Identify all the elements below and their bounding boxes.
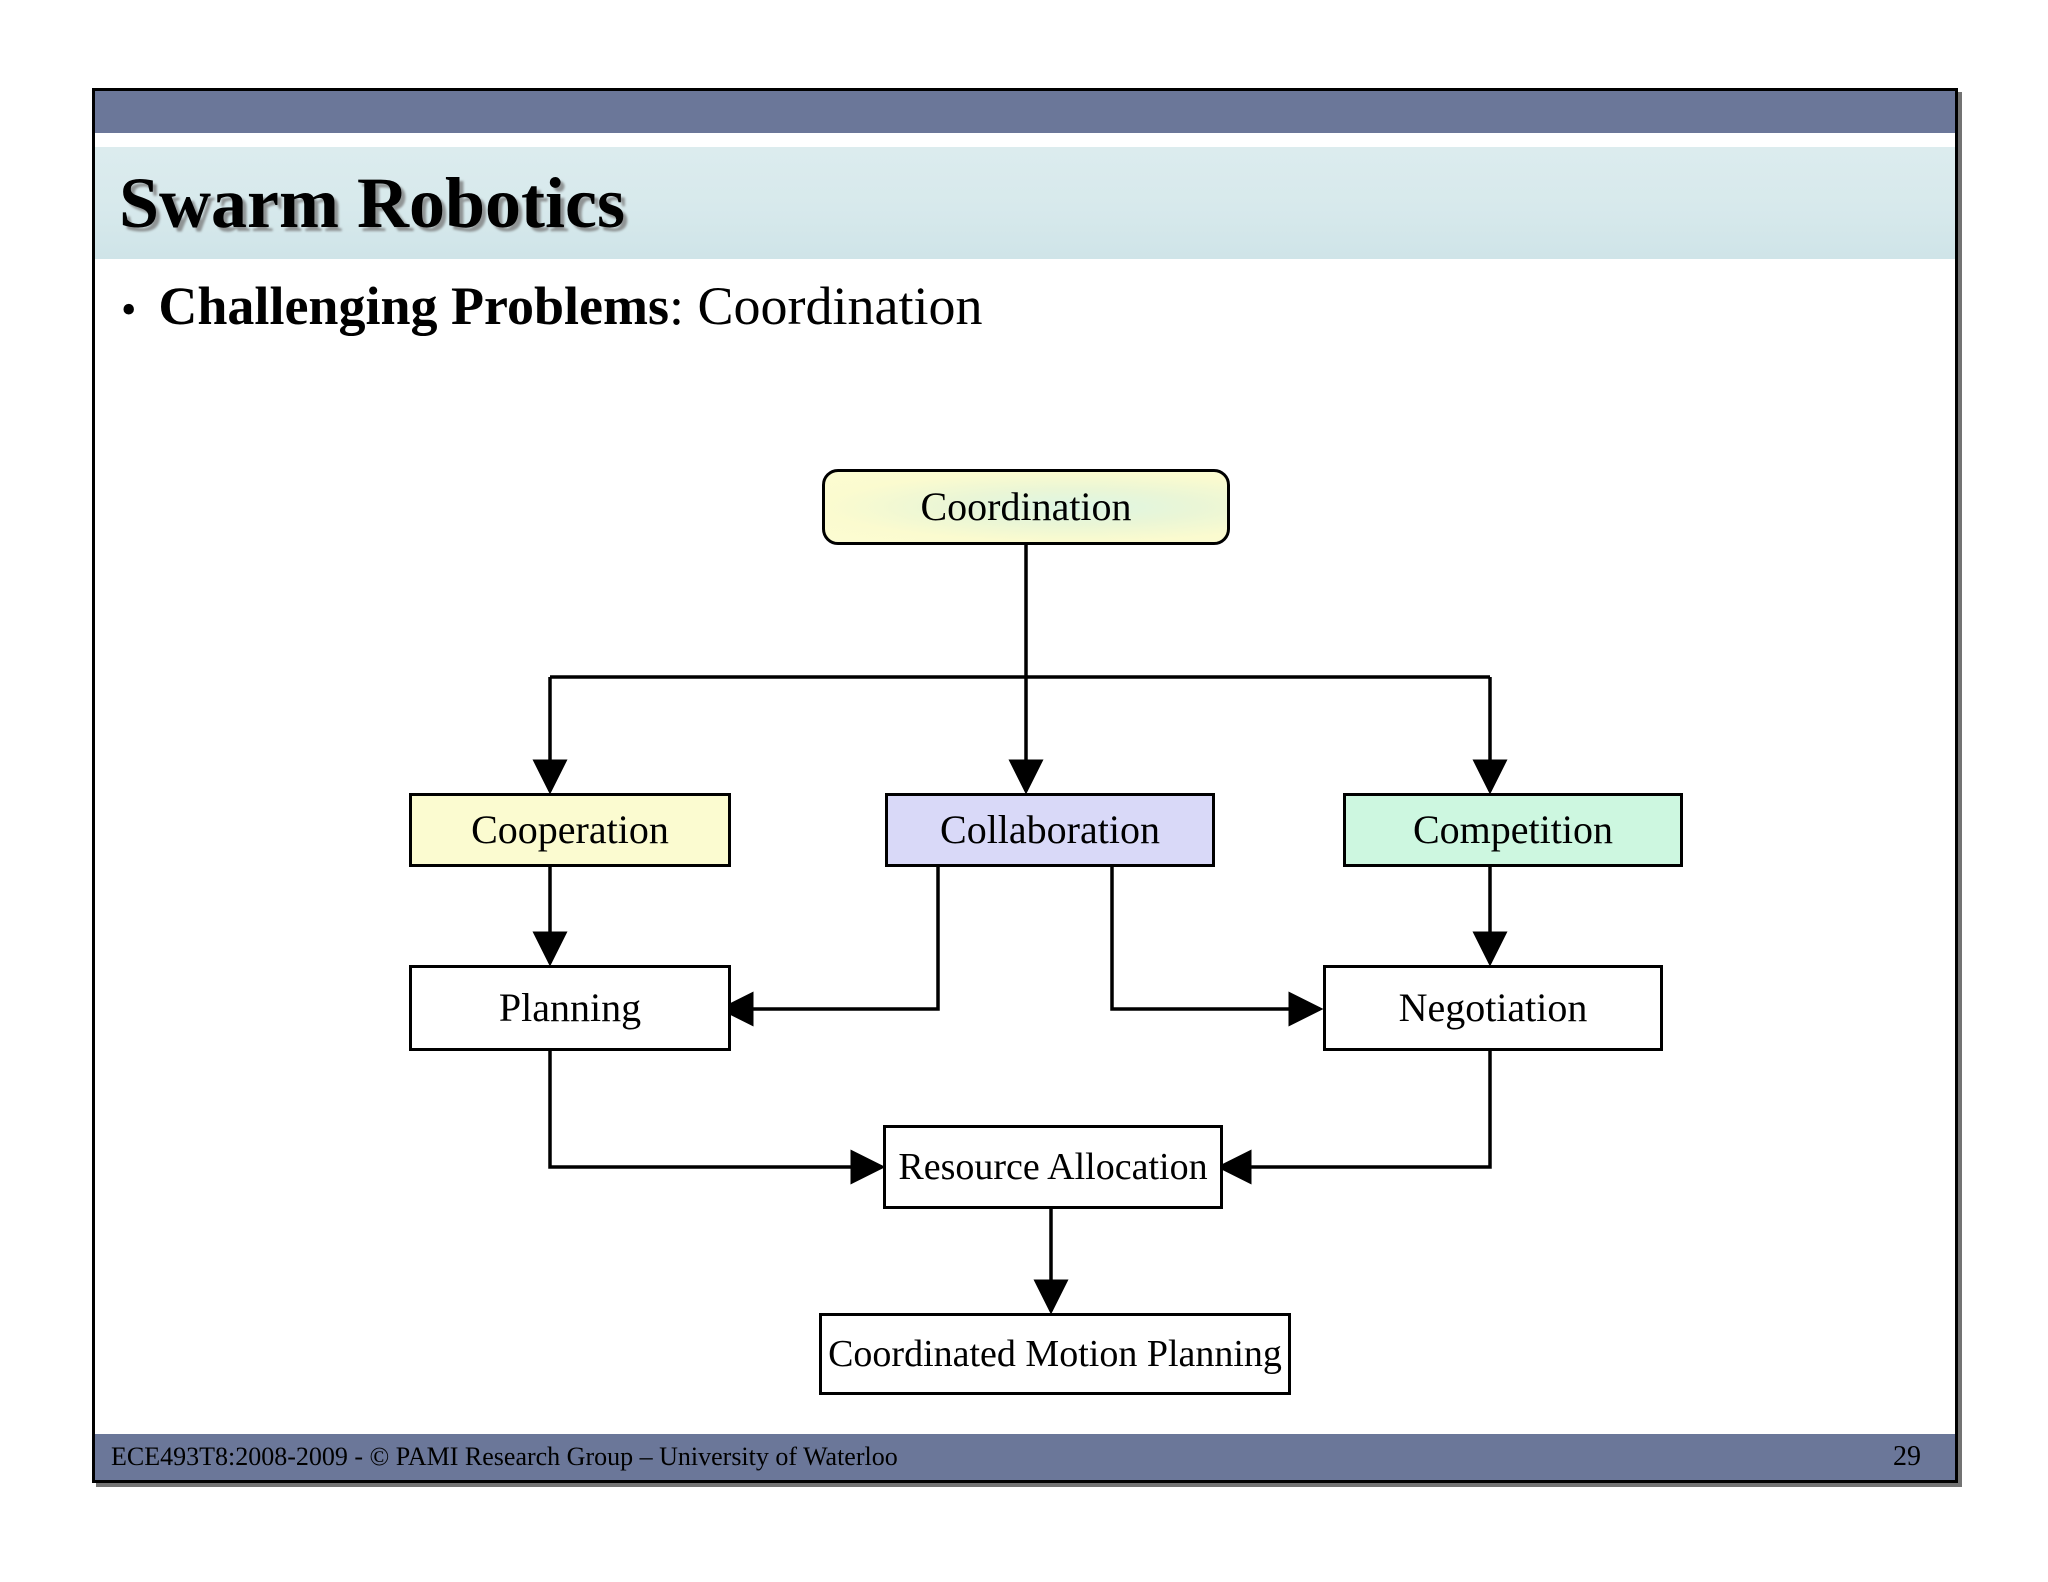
node-negotiation[interactable]: Negotiation (1323, 965, 1663, 1051)
footer-bar: ECE493T8:2008-2009 - © PAMI Research Gro… (95, 1434, 1955, 1480)
bullet-rest-text: : Coordination (668, 276, 983, 336)
bullet-label: Challenging Problems: Coordination (158, 275, 982, 337)
edge-collaboration-negotiation (1110, 867, 1324, 1027)
node-planning[interactable]: Planning (409, 965, 731, 1051)
page-title: Swarm Robotics (119, 163, 625, 243)
edge-planning-resource (548, 1051, 886, 1185)
diagram-connectors (532, 543, 1508, 1315)
node-coordination[interactable]: Coordination (822, 469, 1230, 545)
node-resource-allocation[interactable]: Resource Allocation (883, 1125, 1223, 1209)
bullet-bold-text: Challenging Problems (158, 276, 669, 336)
node-cooperation[interactable]: Cooperation (409, 793, 731, 867)
node-coordinated-motion-planning[interactable]: Coordinated Motion Planning (819, 1313, 1291, 1395)
top-accent-bar (95, 91, 1955, 133)
edge-negotiation-resource (1216, 1051, 1492, 1185)
edge-collaboration-planning (718, 867, 940, 1027)
node-collaboration[interactable]: Collaboration (885, 793, 1215, 867)
bullet-line: • Challenging Problems: Coordination (121, 275, 982, 337)
bullet-marker-icon: • (121, 285, 137, 334)
footer-credit: ECE493T8:2008-2009 - © PAMI Research Gro… (111, 1442, 898, 1471)
coordination-diagram: Coordination Cooperation Collaboration C… (95, 361, 1955, 1395)
node-competition[interactable]: Competition (1343, 793, 1683, 867)
footer-page-number: 29 (1893, 1441, 1921, 1472)
slide-frame: Swarm Robotics • Challenging Problems: C… (92, 88, 1958, 1483)
title-band: Swarm Robotics (95, 147, 1955, 259)
